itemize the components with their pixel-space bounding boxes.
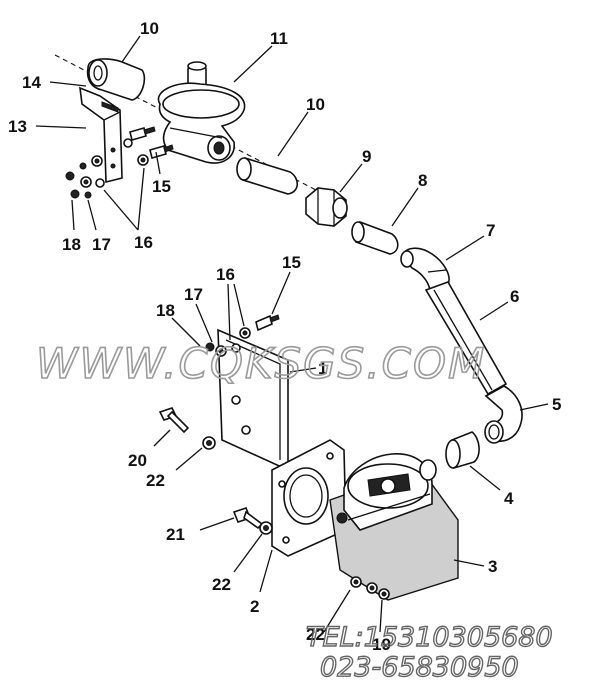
washer-22-lower: [259, 521, 273, 535]
part-13-bracket: [79, 86, 123, 184]
callout-labels: 10 11 14 13 10 9 15 8 18 17 16 7 16 15 6…: [8, 19, 561, 654]
callout-8: 8: [418, 171, 427, 190]
callout-9: 9: [362, 147, 371, 166]
watermark-site: WWW.CQKSGS.COM: [36, 339, 486, 388]
callout-10-hose: 10: [306, 95, 325, 114]
callout-5: 5: [552, 395, 561, 414]
part-11-regulator: [157, 61, 246, 164]
part-14-clip: [86, 58, 146, 101]
part-9-union: [305, 187, 348, 227]
callout-21: 21: [166, 525, 185, 544]
watermark-phone-1: TEL:15310305680: [306, 622, 553, 653]
upper-fasteners: [65, 126, 174, 199]
callout-16-lower: 16: [216, 265, 235, 284]
callout-10-top: 10: [140, 19, 159, 38]
part-10-hose: [236, 156, 299, 195]
washer-22-upper: [202, 436, 216, 450]
callout-16-upper: 16: [134, 233, 153, 252]
callout-22-middle: 22: [212, 575, 231, 594]
callout-17-lower: 17: [184, 285, 203, 304]
callout-15-upper: 15: [152, 177, 171, 196]
callout-20: 20: [128, 451, 147, 470]
part-8-sleeve: [351, 220, 399, 255]
callout-4: 4: [504, 489, 514, 508]
part-4-ring: [445, 431, 480, 470]
callout-2: 2: [250, 597, 259, 616]
watermark-phone-2: 023-65830950: [320, 652, 519, 683]
callout-22-lower: 22: [306, 625, 325, 644]
callout-11: 11: [270, 29, 288, 48]
callout-13: 13: [8, 117, 27, 136]
part-5-elbow: [484, 385, 523, 444]
plate-fasteners: [205, 314, 280, 357]
part-7-elbow: [400, 247, 450, 292]
callout-14: 14: [22, 73, 41, 92]
part-21-bolt: [232, 507, 264, 530]
callout-1: 1: [318, 359, 327, 378]
callout-22-upper: 22: [146, 471, 165, 490]
part-6-tube: [424, 281, 508, 396]
callout-7: 7: [486, 221, 495, 240]
callout-15-lower: 15: [282, 253, 301, 272]
callout-18-lower: 18: [156, 301, 175, 320]
callout-6: 6: [510, 287, 519, 306]
part-3-housing: [329, 453, 459, 601]
callout-18-upper: 18: [62, 235, 81, 254]
callout-17-upper: 17: [92, 235, 111, 254]
part-20-bolt: [158, 407, 190, 434]
leader-lines: [35, 35, 549, 633]
callout-19: 19: [372, 635, 391, 654]
callout-3: 3: [488, 557, 497, 576]
